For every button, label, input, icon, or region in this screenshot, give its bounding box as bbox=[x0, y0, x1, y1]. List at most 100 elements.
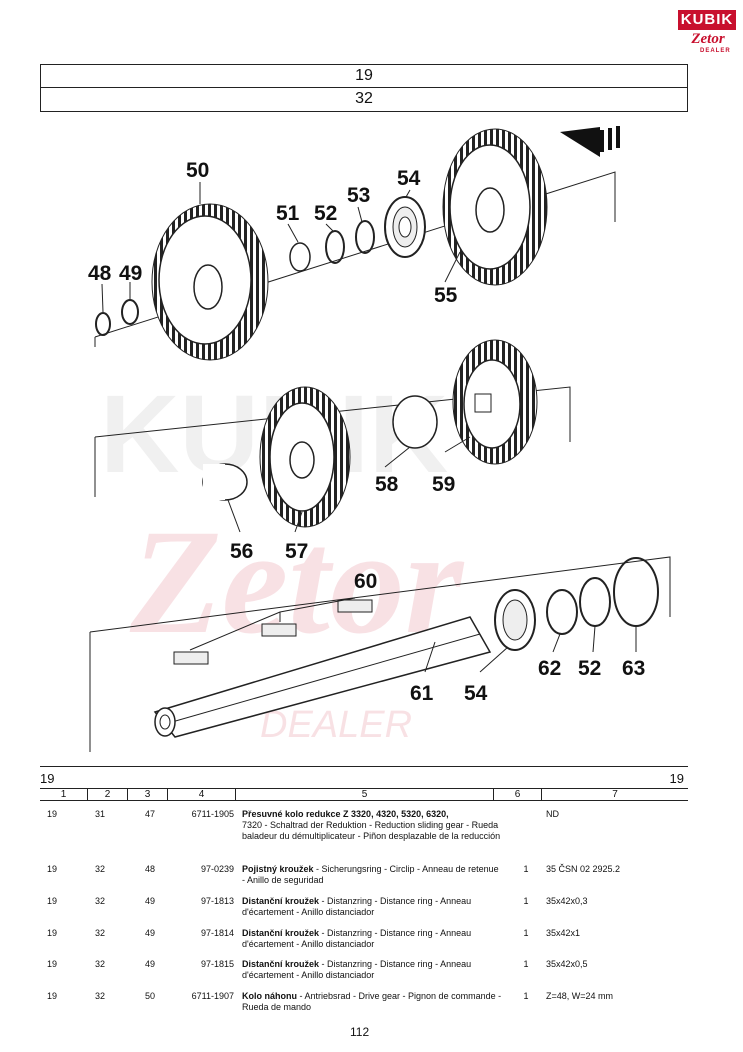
callout-54: 54 bbox=[397, 167, 421, 190]
gear-59 bbox=[452, 339, 538, 465]
callout-52-b: 52 bbox=[578, 657, 602, 680]
table-column-headers: 1 2 3 4 5 6 7 bbox=[40, 788, 688, 801]
callout-51: 51 bbox=[276, 202, 300, 225]
column-header-4: 4 bbox=[168, 789, 236, 800]
callout-59: 59 bbox=[432, 473, 456, 496]
table-group-header: 19 19 bbox=[40, 766, 688, 788]
kubik-zetor-logo: KUBIK Zetor DEALER bbox=[678, 10, 736, 60]
callout-63: 63 bbox=[622, 657, 646, 680]
watermark-text: DEALER bbox=[260, 704, 412, 746]
cell-part-number: 6711-1905 bbox=[191, 809, 234, 819]
part-name: Distanční kroužek bbox=[242, 959, 320, 969]
part-desc: - Distanzring - Distance ring - Anneau d… bbox=[242, 928, 472, 949]
cell-description: Kolo náhonu - Antriebsrad - Drive gear -… bbox=[242, 991, 504, 1013]
cell-subgroup: 32 bbox=[94, 864, 105, 874]
gear-55 bbox=[442, 128, 548, 286]
table-row: 19 32 49 97-1813 Distanční kroužek - Dis… bbox=[40, 896, 688, 920]
shaft-61 bbox=[153, 616, 492, 738]
column-header-3: 3 bbox=[128, 789, 168, 800]
callout-49: 49 bbox=[119, 262, 143, 285]
part-name: Přesuvné kolo redukce Z 3320, 4320, 5320… bbox=[242, 809, 449, 819]
part-name: Pojistný kroužek bbox=[242, 864, 314, 874]
cell-position: 47 bbox=[144, 809, 155, 819]
part-name: Kolo náhonu bbox=[242, 991, 297, 1001]
cell-position: 48 bbox=[144, 864, 155, 874]
cell-subgroup: 31 bbox=[94, 809, 105, 819]
cell-description: Distanční kroužek - Distanzring - Distan… bbox=[242, 928, 504, 950]
cell-subgroup: 32 bbox=[94, 959, 105, 969]
cell-group: 19 bbox=[46, 809, 57, 819]
cell-note: Z=48, W=24 mm bbox=[546, 991, 614, 1001]
table-group-left: 19 bbox=[40, 771, 55, 786]
cell-part-number: 6711-1907 bbox=[191, 991, 234, 1001]
cell-group: 19 bbox=[46, 991, 57, 1001]
table-row: 19 32 49 97-1814 Distanční kroužek - Dis… bbox=[40, 928, 688, 952]
cell-part-number: 97-1815 bbox=[200, 959, 234, 969]
cell-subgroup: 32 bbox=[94, 991, 105, 1001]
logo-sub: Zetor bbox=[691, 31, 725, 47]
callout-56: 56 bbox=[230, 540, 254, 563]
cell-subgroup: 32 bbox=[94, 896, 105, 906]
callout-53: 53 bbox=[347, 184, 371, 207]
column-header-6: 6 bbox=[494, 789, 542, 800]
column-header-7: 7 bbox=[612, 789, 618, 800]
column-header-2: 2 bbox=[88, 789, 128, 800]
table-group-right: 19 bbox=[669, 771, 684, 786]
parts-illustration: KUBIK Zetor DEALER bbox=[89, 126, 671, 752]
bearing-54 bbox=[384, 196, 426, 258]
cell-note: 35 ČSN 02 2925.2 bbox=[546, 864, 621, 874]
cell-description: Distanční kroužek - Distanzring - Distan… bbox=[242, 959, 504, 981]
cell-note: 35x42x0,5 bbox=[546, 959, 588, 969]
table-row: 19 31 47 6711-1905 Přesuvné kolo redukce… bbox=[40, 809, 688, 853]
callout-48: 48 bbox=[88, 262, 112, 285]
table-row: 19 32 49 97-1815 Distanční kroužek - Dis… bbox=[40, 959, 688, 983]
column-header-5: 5 bbox=[236, 789, 494, 800]
logo-tag: DEALER bbox=[700, 48, 731, 54]
part-desc: 7320 - Schaltrad der Reduktion - Reducti… bbox=[242, 820, 501, 841]
cell-part-number: 97-1813 bbox=[200, 896, 234, 906]
logo-brand: KUBIK bbox=[678, 10, 736, 30]
direction-arrow-icon bbox=[560, 126, 620, 157]
group-number-box: 19 bbox=[40, 64, 688, 88]
exploded-parts-drawing: KUBIK Zetor DEALER bbox=[40, 112, 688, 762]
callout-50: 50 bbox=[186, 159, 210, 182]
cell-quantity: 1 bbox=[523, 991, 529, 1001]
cell-description: Přesuvné kolo redukce Z 3320, 4320, 5320… bbox=[242, 809, 504, 842]
cell-position: 49 bbox=[144, 959, 155, 969]
cell-part-number: 97-1814 bbox=[200, 928, 234, 938]
part-desc: - Antriebsrad - Drive gear - Pignon de c… bbox=[242, 991, 502, 1012]
cell-group: 19 bbox=[46, 928, 57, 938]
cell-quantity: 1 bbox=[523, 864, 529, 874]
cell-group: 19 bbox=[46, 959, 57, 969]
cell-group: 19 bbox=[46, 896, 57, 906]
table-row: 19 32 50 6711-1907 Kolo náhonu - Antrieb… bbox=[40, 991, 688, 1015]
callout-55: 55 bbox=[434, 284, 458, 307]
part-desc: - Distanzring - Distance ring - Anneau d… bbox=[242, 896, 472, 917]
cell-quantity: 1 bbox=[523, 928, 529, 938]
cell-note: ND bbox=[546, 809, 559, 819]
cell-part-number: 97-0239 bbox=[200, 864, 234, 874]
cell-position: 50 bbox=[144, 991, 155, 1001]
cell-description: Distanční kroužek - Distanzring - Distan… bbox=[242, 896, 504, 918]
part-name: Distanční kroužek bbox=[242, 928, 320, 938]
column-header-1: 1 bbox=[40, 789, 88, 800]
cell-position: 49 bbox=[144, 896, 155, 906]
callout-52: 52 bbox=[314, 202, 338, 225]
callout-58: 58 bbox=[375, 473, 399, 496]
subgroup-number-box: 32 bbox=[40, 88, 688, 112]
cell-group: 19 bbox=[46, 864, 57, 874]
gear-50 bbox=[151, 203, 269, 361]
part-desc: - Sicherungsring - Circlip - Anneau de r… bbox=[242, 864, 499, 885]
part-name: Distanční kroužek bbox=[242, 896, 320, 906]
cell-description: Pojistný kroužek - Sicherungsring - Circ… bbox=[242, 864, 504, 886]
callout-61: 61 bbox=[410, 682, 434, 705]
cell-subgroup: 32 bbox=[94, 928, 105, 938]
gear-57 bbox=[259, 386, 351, 528]
page-number: 112 bbox=[350, 1025, 370, 1039]
cell-note: 35x42x0,3 bbox=[546, 896, 588, 906]
part-desc: - Distanzring - Distance ring - Anneau d… bbox=[242, 959, 472, 980]
cell-note: 35x42x1 bbox=[546, 928, 581, 938]
callout-60: 60 bbox=[354, 570, 378, 593]
callout-54-b: 54 bbox=[464, 682, 488, 705]
callout-57: 57 bbox=[285, 540, 309, 563]
